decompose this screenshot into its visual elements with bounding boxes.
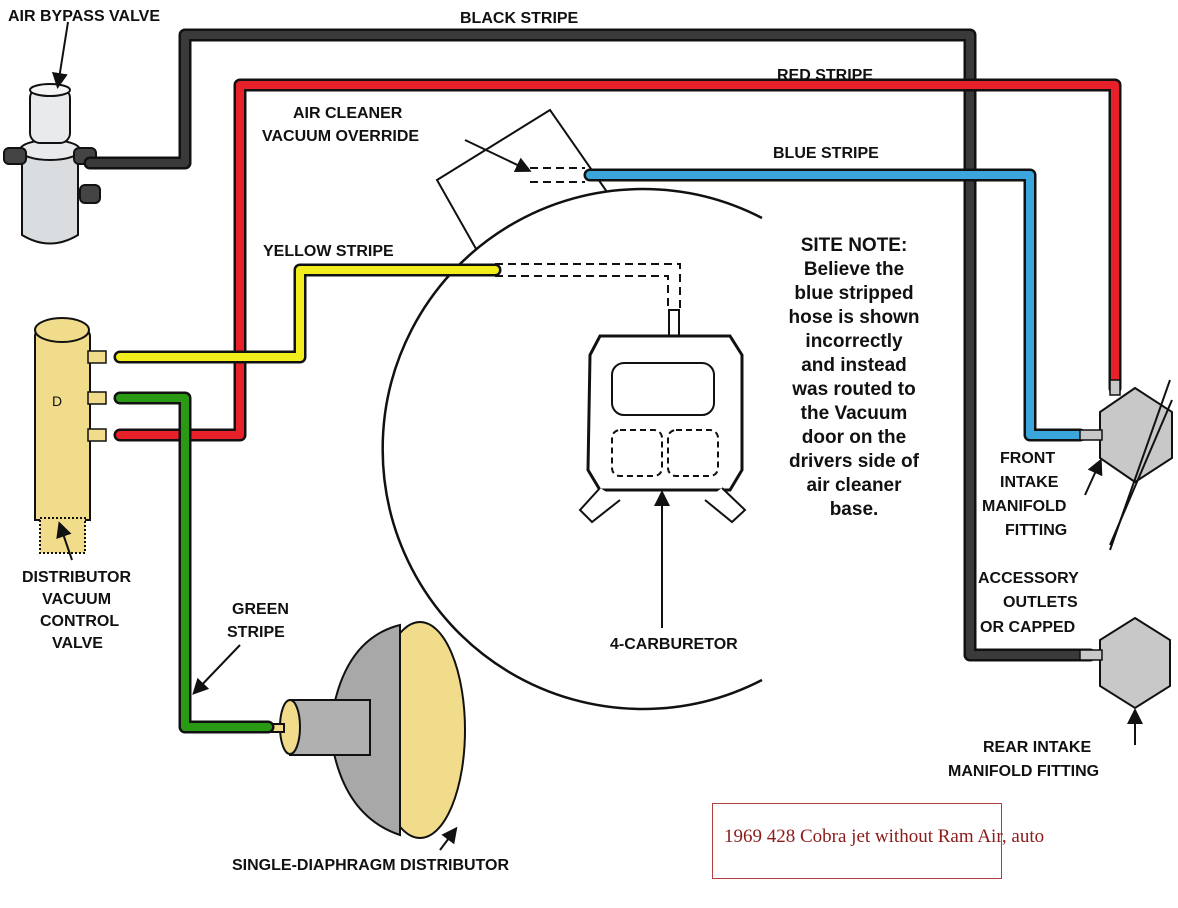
label-front-fitting-3: MANIFOLD <box>982 498 1066 515</box>
site-note-line: hose is shown <box>789 307 920 328</box>
label-rear-fitting-1: REAR INTAKE <box>983 739 1091 756</box>
label-accessory-3: OR CAPPED <box>980 619 1075 636</box>
caption-text: 1969 428 Cobra jet without Ram Air, auto <box>724 826 1045 847</box>
caption-box: 1969 428 Cobra jet without Ram Air, auto <box>712 803 1044 879</box>
label-accessory-2: OUTLETS <box>1003 594 1078 611</box>
front-intake-fitting <box>1099 379 1173 551</box>
site-note-line: was routed to <box>791 379 916 400</box>
pointer-arrows <box>51 21 1143 851</box>
label-dist-valve-1: DISTRIBUTOR <box>22 569 131 586</box>
label-distributor: SINGLE-DIAPHRAGM DISTRIBUTOR <box>232 857 509 874</box>
valve-letter: D <box>52 393 62 409</box>
label-black-stripe: BLACK STRIPE <box>460 10 579 27</box>
label-blue-stripe: BLUE STRIPE <box>773 145 879 162</box>
site-note-line: and instead <box>801 355 907 376</box>
dashed-passages <box>495 167 681 310</box>
site-note-line: Believe the <box>804 259 904 280</box>
site-note-line: SITE NOTE: <box>801 235 908 256</box>
label-green-stripe-1: GREEN <box>232 601 289 618</box>
site-note-line: door on the <box>802 427 906 448</box>
vacuum-diaphragm <box>267 621 466 839</box>
site-note-line: incorrectly <box>805 331 903 352</box>
label-front-fitting-2: INTAKE <box>1000 474 1059 491</box>
label-dist-valve-3: CONTROL <box>40 613 119 630</box>
rear-intake-fitting <box>1099 616 1171 710</box>
distributor-vacuum-valve <box>34 317 91 554</box>
hoses <box>83 28 1122 734</box>
label-red-stripe: RED STRIPE <box>777 67 873 84</box>
label-accessory-1: ACCESSORY <box>978 570 1079 587</box>
air-bypass-valve <box>3 83 101 245</box>
site-note: SITE NOTE: Believe the blue stripped hos… <box>789 235 920 520</box>
air-cleaner-housing <box>381 187 763 711</box>
label-carburetor: 4-CARBURETOR <box>610 636 738 653</box>
label-rear-fitting-2: MANIFOLD FITTING <box>948 763 1099 780</box>
green-hose <box>113 391 275 734</box>
label-dist-valve-4: VALVE <box>52 635 103 652</box>
site-note-line: the Vacuum <box>801 403 908 424</box>
label-air-cleaner-2: VACUUM OVERRIDE <box>262 128 419 145</box>
site-note-line: air cleaner <box>806 475 902 496</box>
hose-ports <box>87 350 1121 661</box>
site-note-line: drivers side of <box>789 451 920 472</box>
label-dist-valve-2: VACUUM <box>42 591 111 608</box>
label-air-bypass-valve: AIR BYPASS VALVE <box>8 8 160 25</box>
site-note-line: base. <box>830 499 879 520</box>
label-air-cleaner-1: AIR CLEANER <box>293 105 403 122</box>
label-yellow-stripe: YELLOW STRIPE <box>263 243 394 260</box>
label-front-fitting-4: FITTING <box>1005 522 1067 539</box>
site-note-line: blue stripped <box>794 283 913 304</box>
carburetor-body <box>578 309 747 524</box>
label-front-fitting-1: FRONT <box>1000 450 1055 467</box>
label-green-stripe-2: STRIPE <box>227 624 285 641</box>
